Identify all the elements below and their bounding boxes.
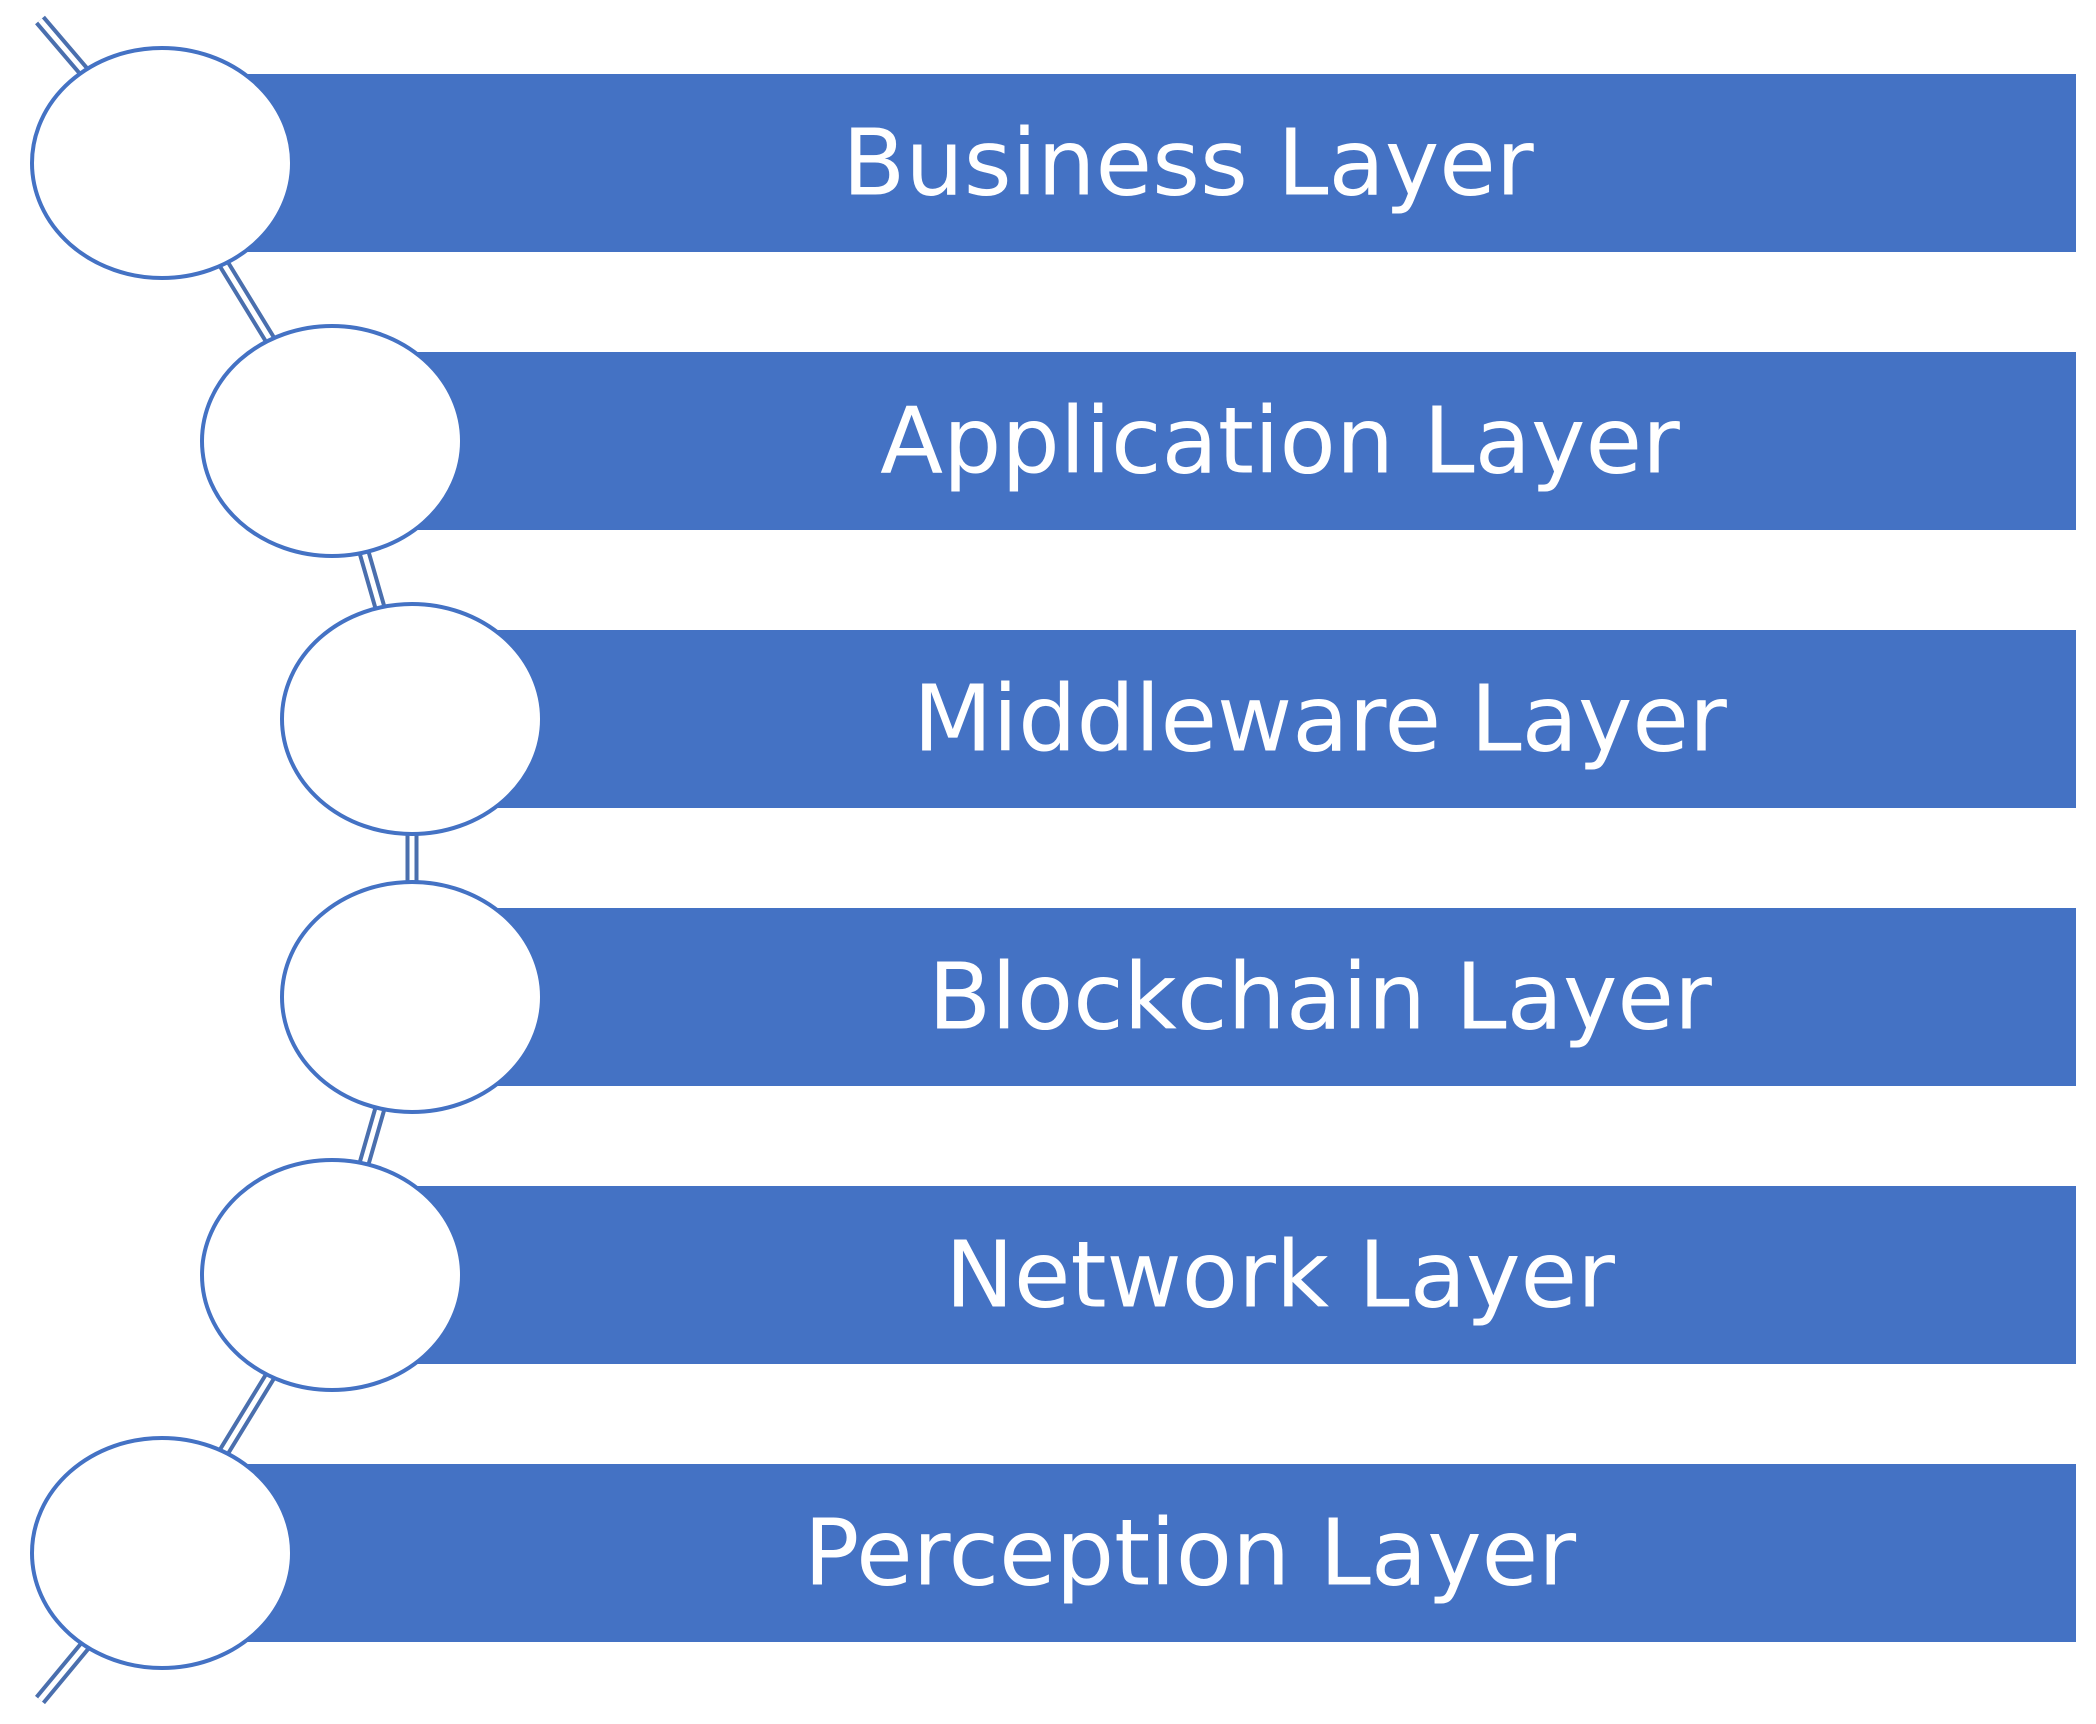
layer-bar-rect: [247, 1464, 2076, 1642]
layer-label: Network Layer: [945, 1222, 1615, 1329]
layer-label: Blockchain Layer: [928, 944, 1712, 1051]
business-layer-bar: Business Layer: [247, 74, 2076, 252]
perception-layer-node: [30, 1436, 294, 1670]
business-layer-node: [30, 46, 294, 280]
network-layer-bar: Network Layer: [417, 1186, 2076, 1364]
layer-bar-rect: [417, 352, 2076, 530]
middleware-layer-node: [280, 602, 544, 836]
perception-layer-bar: Perception Layer: [247, 1464, 2076, 1642]
middleware-layer-bar: Middleware Layer: [497, 630, 2076, 808]
chain-connector: [34, 15, 419, 1705]
blockchain-layer-bar: Blockchain Layer: [497, 908, 2076, 1086]
application-layer-bar: Application Layer: [417, 352, 2076, 530]
layer-bar-rect: [247, 74, 2076, 252]
blockchain-layer-node: [280, 880, 544, 1114]
layer-nodes: [30, 46, 544, 1670]
network-layer-node: [200, 1158, 464, 1392]
layer-label: Perception Layer: [804, 1500, 1576, 1607]
layer-label: Business Layer: [842, 110, 1534, 217]
layer-label: Middleware Layer: [913, 666, 1727, 773]
layer-bar-rect: [497, 908, 2076, 1086]
layer-label: Application Layer: [880, 388, 1680, 495]
layer-bar-rect: [417, 1186, 2076, 1364]
application-layer-node: [200, 324, 464, 558]
layer-bar-rect: [497, 630, 2076, 808]
chain-line-highlight: [38, 18, 415, 1702]
